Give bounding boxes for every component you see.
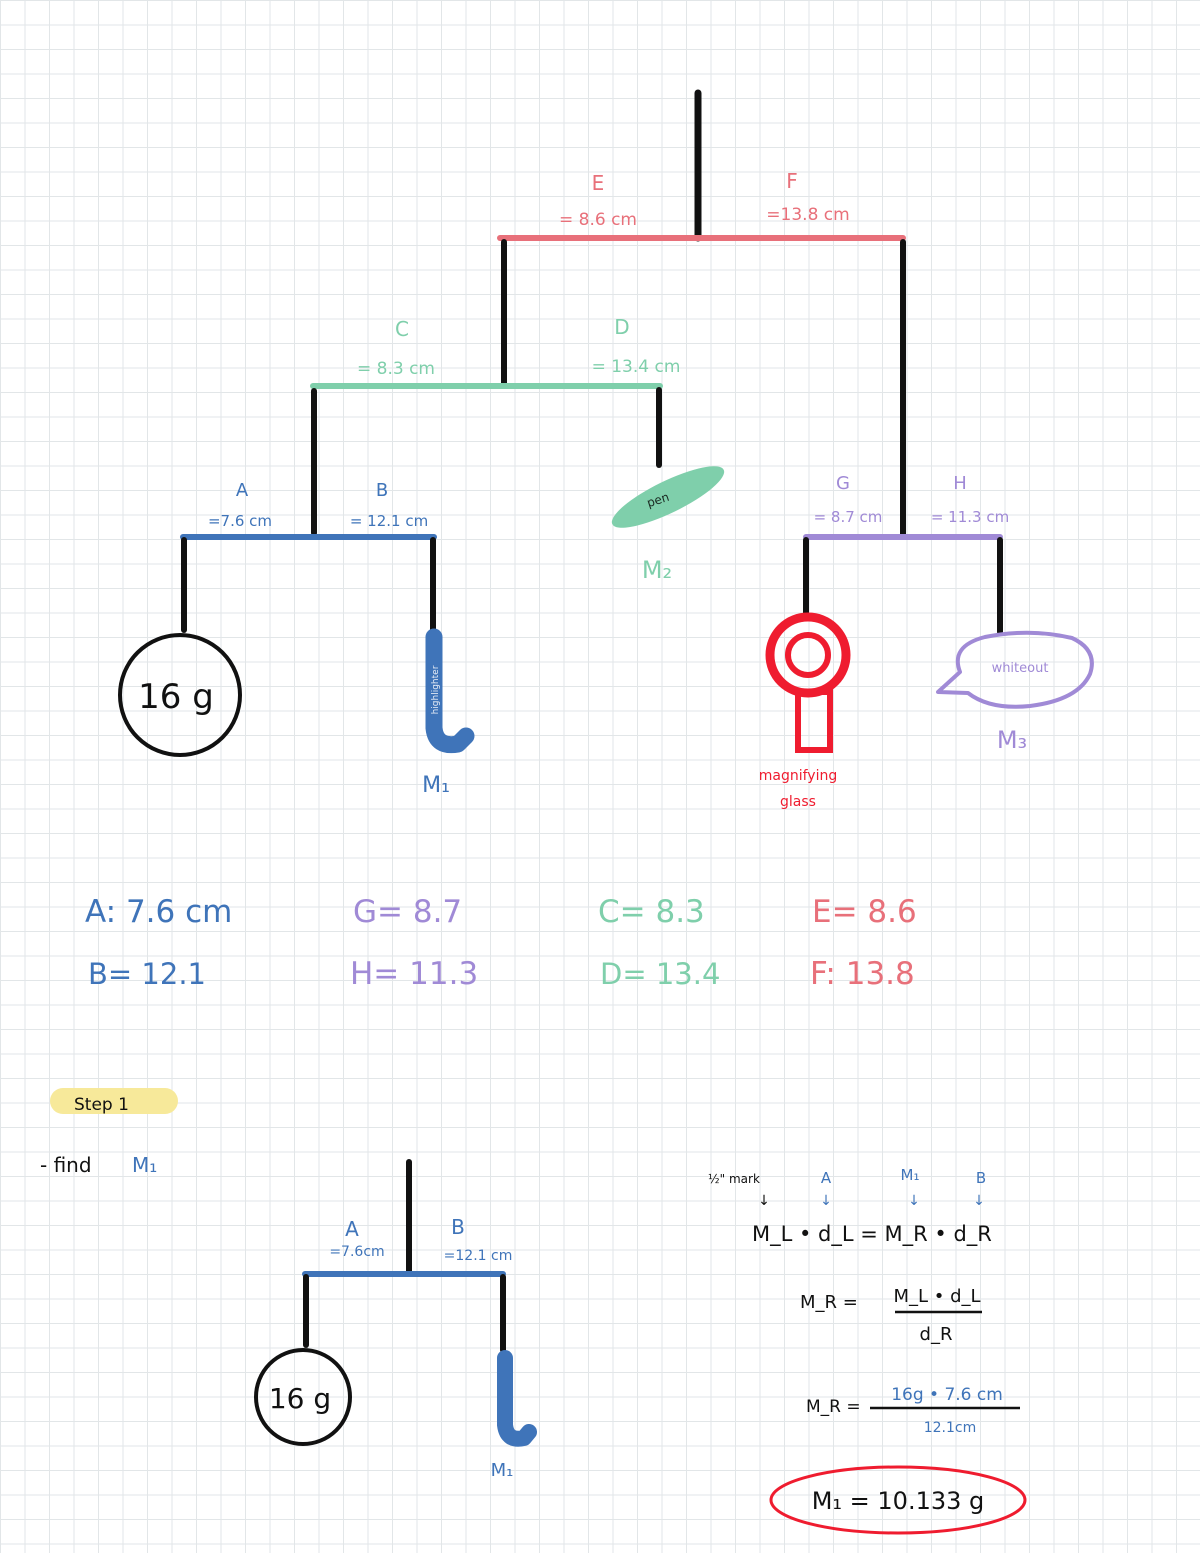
summary-b: B= 12.1 xyxy=(88,957,206,991)
magnifier-label-1: magnifying xyxy=(759,768,837,784)
mini-label-a: A xyxy=(345,1217,359,1241)
summary-f: F: 13.8 xyxy=(810,956,915,992)
m2-label: M₂ xyxy=(642,556,672,584)
eq-1: M_L • d_L = M_R • d_R xyxy=(752,1222,992,1247)
value-b: = 12.1 cm xyxy=(350,512,428,530)
value-g: = 8.7 cm xyxy=(814,508,883,526)
eq-ann-a: A xyxy=(821,1169,832,1187)
label-c: C xyxy=(395,317,409,341)
eq-3-left: M_R = xyxy=(806,1397,861,1417)
pen-label: pen xyxy=(645,490,671,510)
label-f: F xyxy=(786,169,798,193)
weight-label: 16 g xyxy=(138,677,214,717)
label-d: D xyxy=(614,315,629,339)
whiteout-shape xyxy=(936,630,1094,709)
step-1-section: Step 1 - find M₁ A =7.6cm B =12.1 cm 16 … xyxy=(40,1088,1027,1535)
mobile-diagram: E = 8.6 cm F =13.8 cm C = 8.3 cm D = 13.… xyxy=(118,89,1094,810)
mini-m1-label: M₁ xyxy=(491,1460,514,1481)
label-b: B xyxy=(376,480,388,501)
mini-weight-label: 16 g xyxy=(269,1382,331,1415)
mini-value-a: =7.6cm xyxy=(329,1244,384,1260)
eq-3-den: 12.1cm xyxy=(924,1420,977,1436)
eq-2-den: d_R xyxy=(920,1324,953,1345)
step-highlight xyxy=(50,1088,178,1114)
whiteout-label: whiteout xyxy=(992,661,1049,676)
weight-circle xyxy=(118,633,242,757)
label-g: G xyxy=(836,473,850,494)
eq-ann-a-arrow: ↓ xyxy=(820,1193,832,1209)
pen-shape xyxy=(611,466,725,528)
eq-ann-m1: M₁ xyxy=(901,1166,920,1184)
eq-2-left: M_R = xyxy=(800,1292,858,1313)
eq-ann-m1-arrow: ↓ xyxy=(908,1193,920,1209)
eq-ann-b: B xyxy=(976,1169,986,1187)
m3-label: M₃ xyxy=(997,726,1027,754)
step-task-var: M₁ xyxy=(132,1153,157,1177)
mini-value-b: =12.1 cm xyxy=(444,1248,513,1264)
value-f: =13.8 cm xyxy=(766,205,849,225)
eq-ann-b-arrow: ↓ xyxy=(973,1193,985,1209)
mini-highlighter-shape xyxy=(497,1350,537,1447)
label-h: H xyxy=(953,473,967,494)
magnifying-glass-icon xyxy=(765,612,851,753)
summary-a: A: 7.6 cm xyxy=(85,894,232,930)
label-a: A xyxy=(236,480,249,501)
eq-3-num: 16g • 7.6 cm xyxy=(891,1385,1003,1405)
step-title: Step 1 xyxy=(74,1095,129,1115)
value-h: = 11.3 cm xyxy=(931,508,1009,526)
value-d: = 13.4 cm xyxy=(592,357,681,377)
summary-d: D= 13.4 xyxy=(600,957,720,991)
mini-weight-circle xyxy=(254,1348,352,1446)
highlighter-shape xyxy=(425,628,475,754)
summary-g: G= 8.7 xyxy=(353,894,462,930)
summary-h: H= 11.3 xyxy=(350,956,478,992)
summary-e: E= 8.6 xyxy=(812,894,917,930)
answer-circle xyxy=(769,1465,1027,1535)
eq-note-arrow: ↓ xyxy=(758,1193,770,1209)
value-a: =7.6 cm xyxy=(208,512,272,530)
summary-values: A: 7.6 cm B= 12.1 G= 8.7 H= 11.3 C= 8.3 … xyxy=(85,894,917,992)
eq-note: ½" mark xyxy=(708,1172,760,1186)
answer: M₁ = 10.133 g xyxy=(812,1487,985,1515)
magnifier-label-2: glass xyxy=(780,794,816,810)
mini-label-b: B xyxy=(451,1215,465,1239)
summary-c: C= 8.3 xyxy=(598,894,705,930)
m1-label: M₁ xyxy=(422,773,450,798)
label-e: E xyxy=(592,171,605,195)
eq-2-num: M_L • d_L xyxy=(893,1286,980,1307)
step-task: - find xyxy=(40,1153,92,1177)
highlighter-label: highlighter xyxy=(431,665,441,714)
value-c: = 8.3 cm xyxy=(357,359,435,379)
value-e: = 8.6 cm xyxy=(559,210,637,230)
